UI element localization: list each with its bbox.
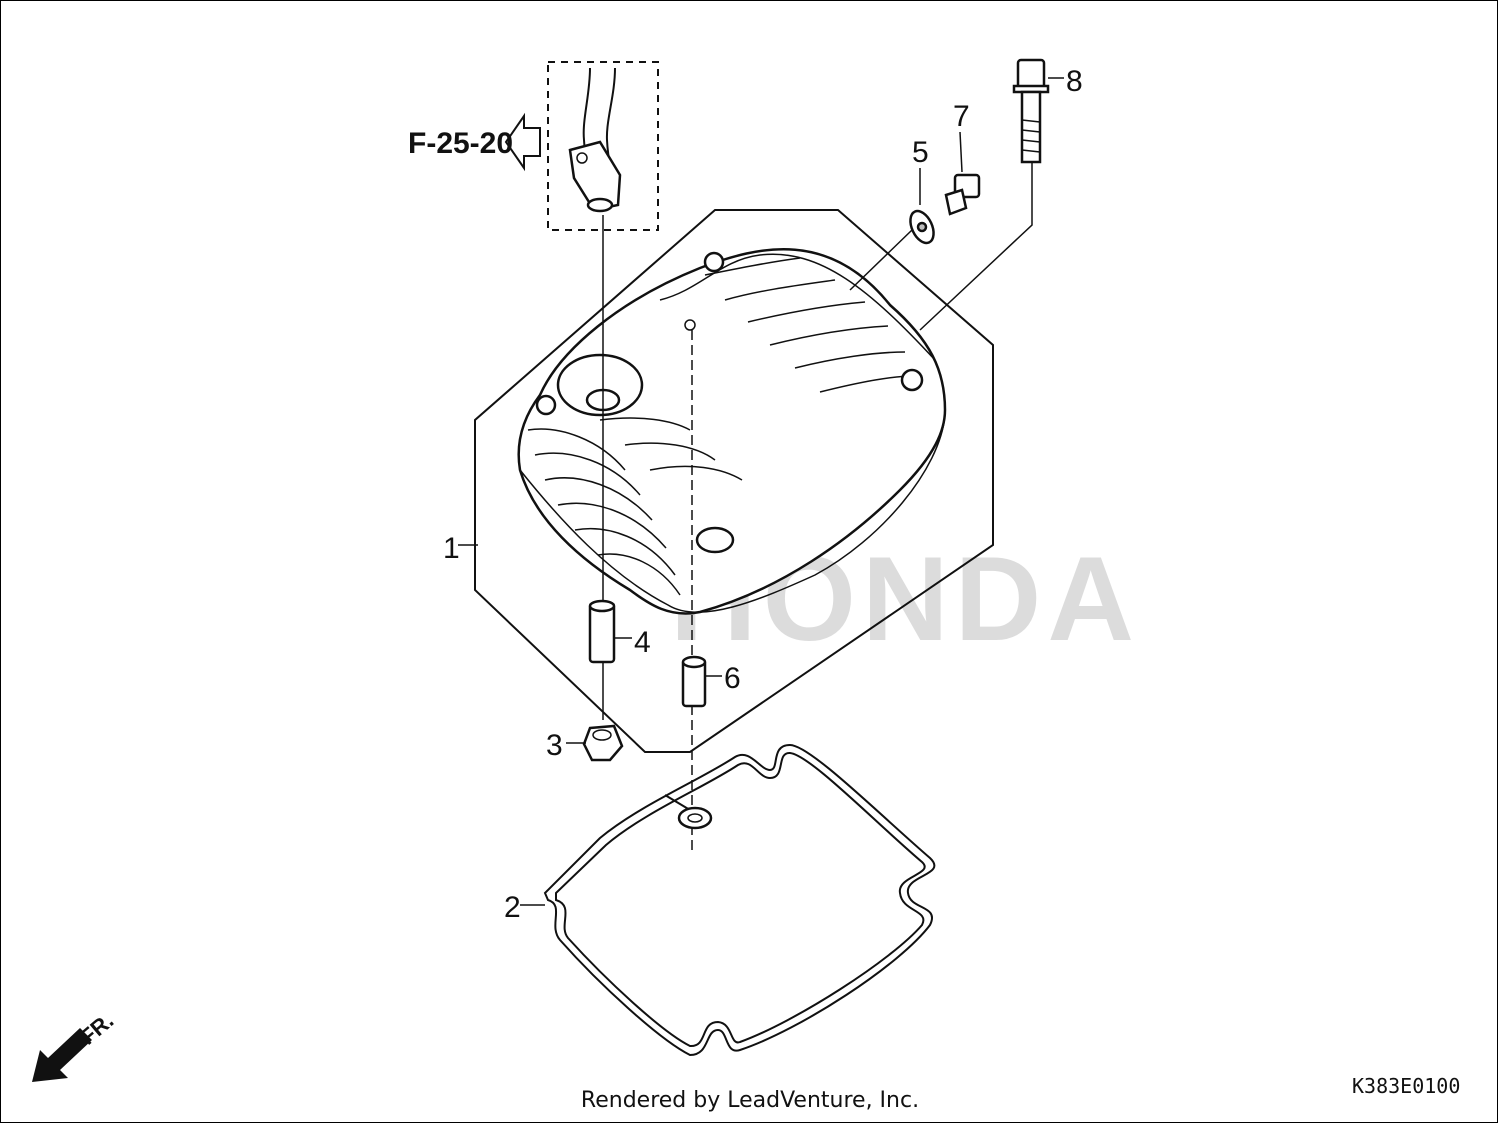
callout-part-3: 3 (546, 729, 563, 762)
callout-part-6: 6 (724, 662, 741, 695)
alignment-line-bolt (919, 120, 1033, 331)
assembly-boundary (474, 209, 994, 753)
callout-part-1: 1 (443, 532, 460, 565)
callout-part-7: 7 (953, 100, 970, 133)
breather-tube (568, 67, 622, 213)
bolt-part-8 (1012, 58, 1050, 164)
seal-part-3 (582, 724, 624, 762)
dowel-part-6 (681, 655, 707, 708)
reference-label: F-25-20 (408, 127, 513, 160)
callout-part-5: 5 (912, 136, 929, 169)
washer-part-5 (909, 209, 935, 245)
dowel-part-4 (588, 599, 616, 664)
bolt-part-7 (944, 173, 981, 216)
gasket-part-2 (543, 743, 936, 1057)
callout-part-4: 4 (634, 626, 651, 659)
callout-part-2: 2 (504, 891, 521, 924)
credit-line: Rendered by LeadVenture, Inc. (580, 1088, 920, 1113)
diagram-code: K383E0100 (1352, 1074, 1460, 1098)
breather-reference-box (547, 61, 659, 231)
callout-part-8: 8 (1066, 65, 1083, 98)
cylinder-head-cover (517, 248, 947, 615)
hollow-left-arrow-icon (504, 112, 541, 172)
front-direction-arrow-icon (32, 1028, 92, 1082)
alignment-line-washer (849, 229, 913, 291)
